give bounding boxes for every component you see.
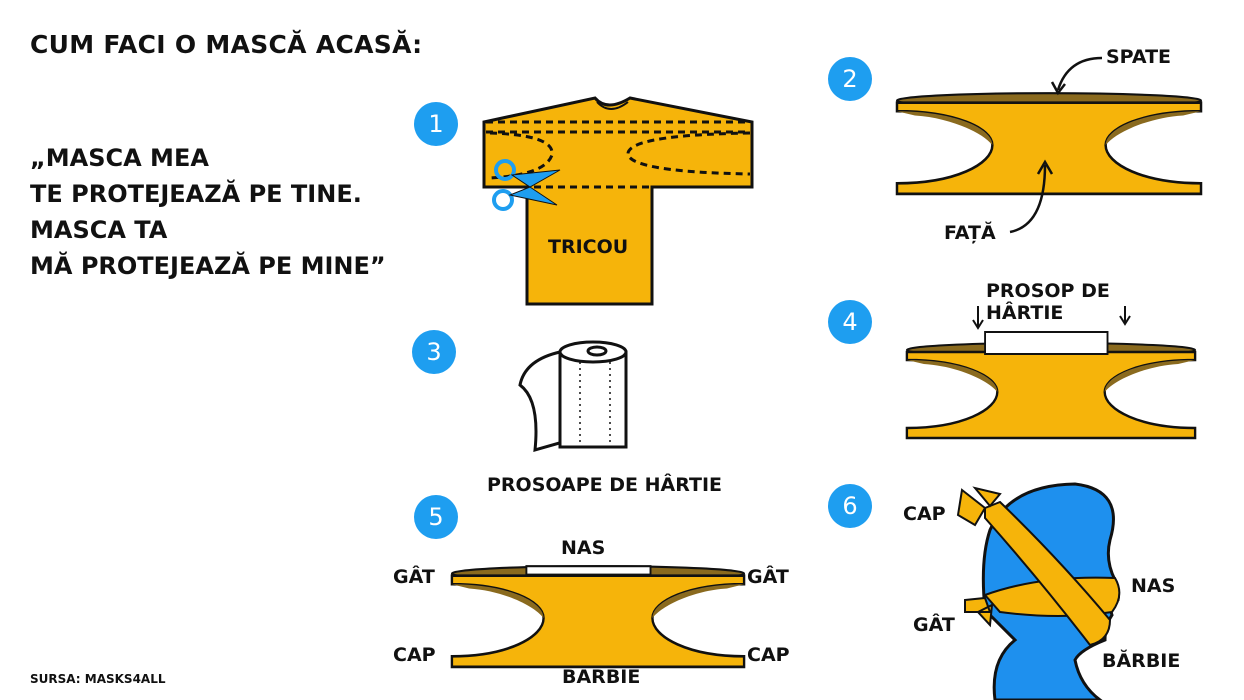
barbie-label: BĂRBIE (1102, 650, 1181, 672)
cap-label: CAP (903, 503, 946, 525)
step-1-badge: 1 (414, 102, 458, 146)
fata-label: FAȚĂ (944, 222, 996, 244)
gat-left-label: GÂT (393, 566, 435, 588)
scissors-icon (492, 159, 561, 211)
quote-line: MASCA TA (30, 216, 168, 244)
quote-line: TE PROTEJEAZĂ PE TINE. (30, 180, 362, 208)
prosop-label: PROSOP DE HÂRTIE (986, 280, 1110, 324)
step-2-badge: 2 (828, 57, 872, 101)
source-credit: SURSA: MASKS4ALL (30, 672, 166, 686)
quote-line: „MASCA MEA (30, 144, 209, 172)
cap-left-label: CAP (393, 644, 436, 666)
gat-right-label: GÂT (747, 566, 789, 588)
mask-fabric-step-4 (905, 331, 1197, 440)
step-3-badge: 3 (412, 330, 456, 374)
mask-fabric-step-2 (895, 92, 1203, 196)
spate-label: SPATE (1106, 46, 1172, 68)
quote: „MASCA MEA TE PROTEJEAZĂ PE TINE. MASCA … (30, 140, 386, 284)
tricou-label: TRICOU (548, 236, 629, 258)
mask-fabric-step-5 (450, 565, 746, 669)
cap-right-label: CAP (747, 644, 790, 666)
step-6-badge: 6 (828, 484, 872, 528)
nas-label: NAS (1131, 575, 1176, 597)
gat-label: GÂT (913, 614, 955, 636)
barbie-label: BĂRBIE (562, 666, 641, 688)
quote-line: MĂ PROTEJEAZĂ PE MINE” (30, 252, 386, 280)
nas-label: NAS (561, 537, 606, 559)
prosop-label-line: PROSOP DE (986, 280, 1110, 302)
step-5-badge: 5 (414, 495, 458, 539)
prosoape-label: PROSOAPE DE HÂRTIE (487, 474, 723, 496)
step-4-badge: 4 (828, 300, 872, 344)
page-title: CUM FACI O MASCĂ ACASĂ: (30, 30, 423, 59)
prosop-label-line: HÂRTIE (986, 302, 1064, 324)
